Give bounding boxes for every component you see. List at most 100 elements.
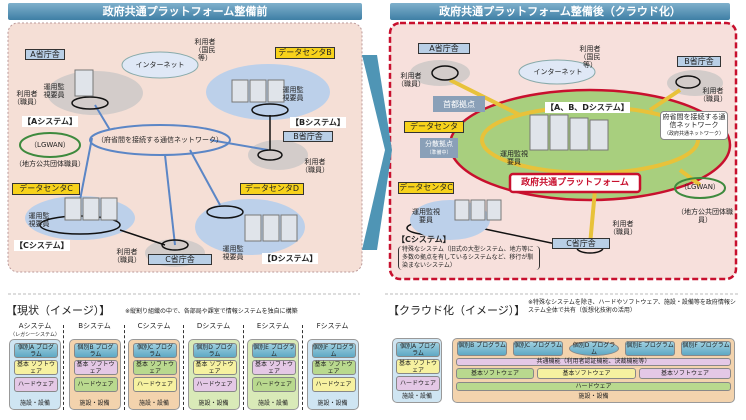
current-note: ※縦割り組織の中で、各部局や課室で情報システムを独自に構築: [125, 308, 298, 315]
software-layer: 基本 ソフトウェア: [192, 360, 237, 375]
system-column-header: Dシステム: [185, 322, 243, 330]
system-stack: 個別B プログラム 基本 ソフトウェア ハードウェア 施設・設備: [68, 339, 121, 410]
inter-ministry-network: [89, 124, 231, 156]
hardware-layer: ハードウェア: [14, 377, 58, 392]
system-name: Bシステム: [78, 322, 111, 330]
program-layer: 個別E プログラム: [625, 341, 675, 356]
datacenter-b-label: データセンタB: [275, 47, 335, 59]
gov-network-label: 府省間を接続する通信ネットワーク （政府共通ネットワーク）: [660, 111, 728, 140]
system-column-header: Bシステム: [66, 322, 124, 330]
user-staff-label: 利用者（職員）: [609, 220, 637, 236]
system-column-header: Eシステム: [244, 322, 302, 330]
local-gov-staff-label: （地方公共団体職員）: [15, 160, 85, 168]
common-functions-layer: 共通機能（利用者認証機能、決裁機能等）: [456, 358, 731, 366]
b-office-label: B省庁舎: [283, 131, 333, 142]
program-layer: 個別B プログラム: [457, 341, 507, 356]
software-layer: 基本 ソフトウェア: [252, 360, 296, 375]
distributed-site-sub: （準備中）: [426, 150, 452, 156]
program-layer: 個別C プログラム: [133, 343, 177, 358]
system-column-header: Fシステム: [304, 322, 362, 330]
cloud-note: ※特殊なシステムを除き、ハードやソフトウェア、施設・設備等を政府情報システム全体…: [528, 299, 736, 314]
user-staff-label: 利用者（職員）: [397, 72, 425, 88]
lgwan-label: （LGWAN）: [680, 183, 720, 191]
a-system-area: [47, 71, 143, 115]
datacenter-c-label: データセンタC: [12, 183, 80, 195]
transition-arrow: [362, 55, 392, 250]
program-layer: 個別D プログラム: [192, 343, 237, 358]
before-title: 政府共通プラットフォーム整備前: [8, 3, 362, 20]
system-column-header: Aシステム （レガシーシステム）: [6, 322, 64, 339]
datacenter-label: データセンタ: [404, 121, 464, 133]
a-facility-label: 施設・設備: [401, 393, 432, 400]
shared-software-layer: 基本ソフトウェア: [537, 368, 636, 379]
system-name: Aシステム: [18, 322, 52, 330]
datacenter-c-label: データセンタC: [398, 182, 454, 194]
datacenter-d-label: データセンタD: [240, 183, 304, 195]
facility-label: 施設・設備: [138, 400, 169, 407]
system-stack: 個別D プログラム 基本 ソフトウェア ハードウェア 施設・設備: [187, 339, 240, 410]
ops-staff-label: 運用監視要員: [500, 150, 528, 166]
c-system-label: 【Cシステム】: [14, 240, 70, 251]
system-stack: 個別F プログラム 基本 ソフトウェア ハードウェア 施設・設備: [306, 339, 359, 410]
internet-label: インターネット: [533, 68, 583, 76]
a-office-label: A省庁舎: [25, 49, 65, 60]
system-subtitle: （レガシーシステム）: [10, 332, 60, 338]
program-layer: 個別B プログラム: [73, 343, 118, 358]
a-hardware-layer: ハードウェア: [396, 376, 440, 391]
facility-label: 施設・設備: [79, 400, 110, 407]
shared-facility-label: 施設・設備: [578, 393, 609, 400]
hardware-layer: ハードウェア: [133, 377, 177, 392]
current-heading: 【現状（イメージ）】: [6, 304, 111, 317]
software-layer: 基本 ソフトウェア: [14, 360, 58, 375]
system-name: Eシステム: [256, 322, 290, 330]
user-staff-label: 利用者（職員）: [113, 248, 141, 264]
c-office-label: C省庁舎: [552, 238, 610, 249]
facility-label: 施設・設備: [198, 400, 229, 407]
hardware-layer: ハードウェア: [252, 377, 296, 392]
software-layer: 基本 ソフトウェア: [311, 360, 356, 375]
user-staff-label: 利用者（職員）: [699, 87, 727, 103]
local-gov-staff-label: （地方公共団体職員）: [677, 208, 733, 224]
distributed-site-building: [420, 138, 458, 158]
cloud-a-system: 個別A プログラム 基本 ソフトウェア ハードウェア 施設・設備: [392, 338, 442, 403]
c-system-label: 【Cシステム】: [397, 235, 451, 244]
network-label: （府省間を接続する通信ネットワーク）: [97, 136, 223, 144]
hardware-layer: ハードウェア: [311, 377, 356, 392]
cloud-heading: 【クラウド化（イメージ）】: [388, 304, 526, 317]
abd-system-label: 【A、B、Dシステム】: [545, 102, 630, 113]
distributed-site-label: 分散拠点: [425, 140, 453, 148]
facility-label: 施設・設備: [19, 400, 50, 407]
capital-site-building: [433, 96, 485, 112]
program-layer: 個別D プログラム: [569, 341, 619, 356]
internet-cloud-after: [518, 59, 596, 85]
citizen-user-label: 利用者（国民等）: [194, 38, 216, 62]
hardware-layer: ハードウェア: [192, 377, 237, 392]
shared-software-layer: 基本ソフトウェア: [639, 368, 731, 379]
gov-network-sub: （政府共通ネットワーク）: [663, 131, 724, 137]
lgwan-network: [19, 132, 81, 158]
ops-staff-label: 運用監視要員: [28, 212, 50, 228]
program-layer: 個別F プログラム: [681, 341, 731, 356]
hardware-layer: ハードウェア: [73, 377, 118, 392]
d-system-label: 【Dシステム】: [262, 253, 319, 264]
ops-staff-label: 運用監視要員: [282, 86, 304, 102]
citizen-user-label: 利用者（国民等）: [579, 45, 601, 69]
special-system-note: 特殊なシステム（旧式の大型システム、地方等に多数の拠点を有しているシステムなど、…: [398, 246, 540, 270]
platform-label: 政府共通プラットフォーム: [521, 178, 629, 188]
program-layer: 個別E プログラム: [252, 343, 296, 358]
user-staff-label: 利用者（職員）: [301, 158, 329, 174]
gov-network-text: 府省間を接続する通信ネットワーク: [662, 113, 726, 129]
internet-cloud-before: [121, 51, 199, 79]
b-office-label: B省庁舎: [677, 56, 721, 67]
system-column-header: Cシステム: [125, 322, 183, 330]
software-layer: 基本 ソフトウェア: [133, 360, 177, 375]
a-office-label: A省庁舎: [418, 43, 470, 54]
system-stack: 個別A プログラム 基本 ソフトウェア ハードウェア 施設・設備: [9, 339, 61, 410]
lgwan-label: （LGWAN）: [30, 141, 70, 149]
a-program-layer: 個別A プログラム: [396, 342, 440, 357]
platform-label-box: [508, 172, 642, 194]
capital-site-label: 首都拠点: [443, 100, 475, 109]
system-stack: 個別E プログラム 基本 ソフトウェア ハードウェア 施設・設備: [247, 339, 299, 410]
program-layer: 個別A プログラム: [14, 343, 58, 358]
user-staff-label: 利用者（職員）: [13, 90, 41, 106]
